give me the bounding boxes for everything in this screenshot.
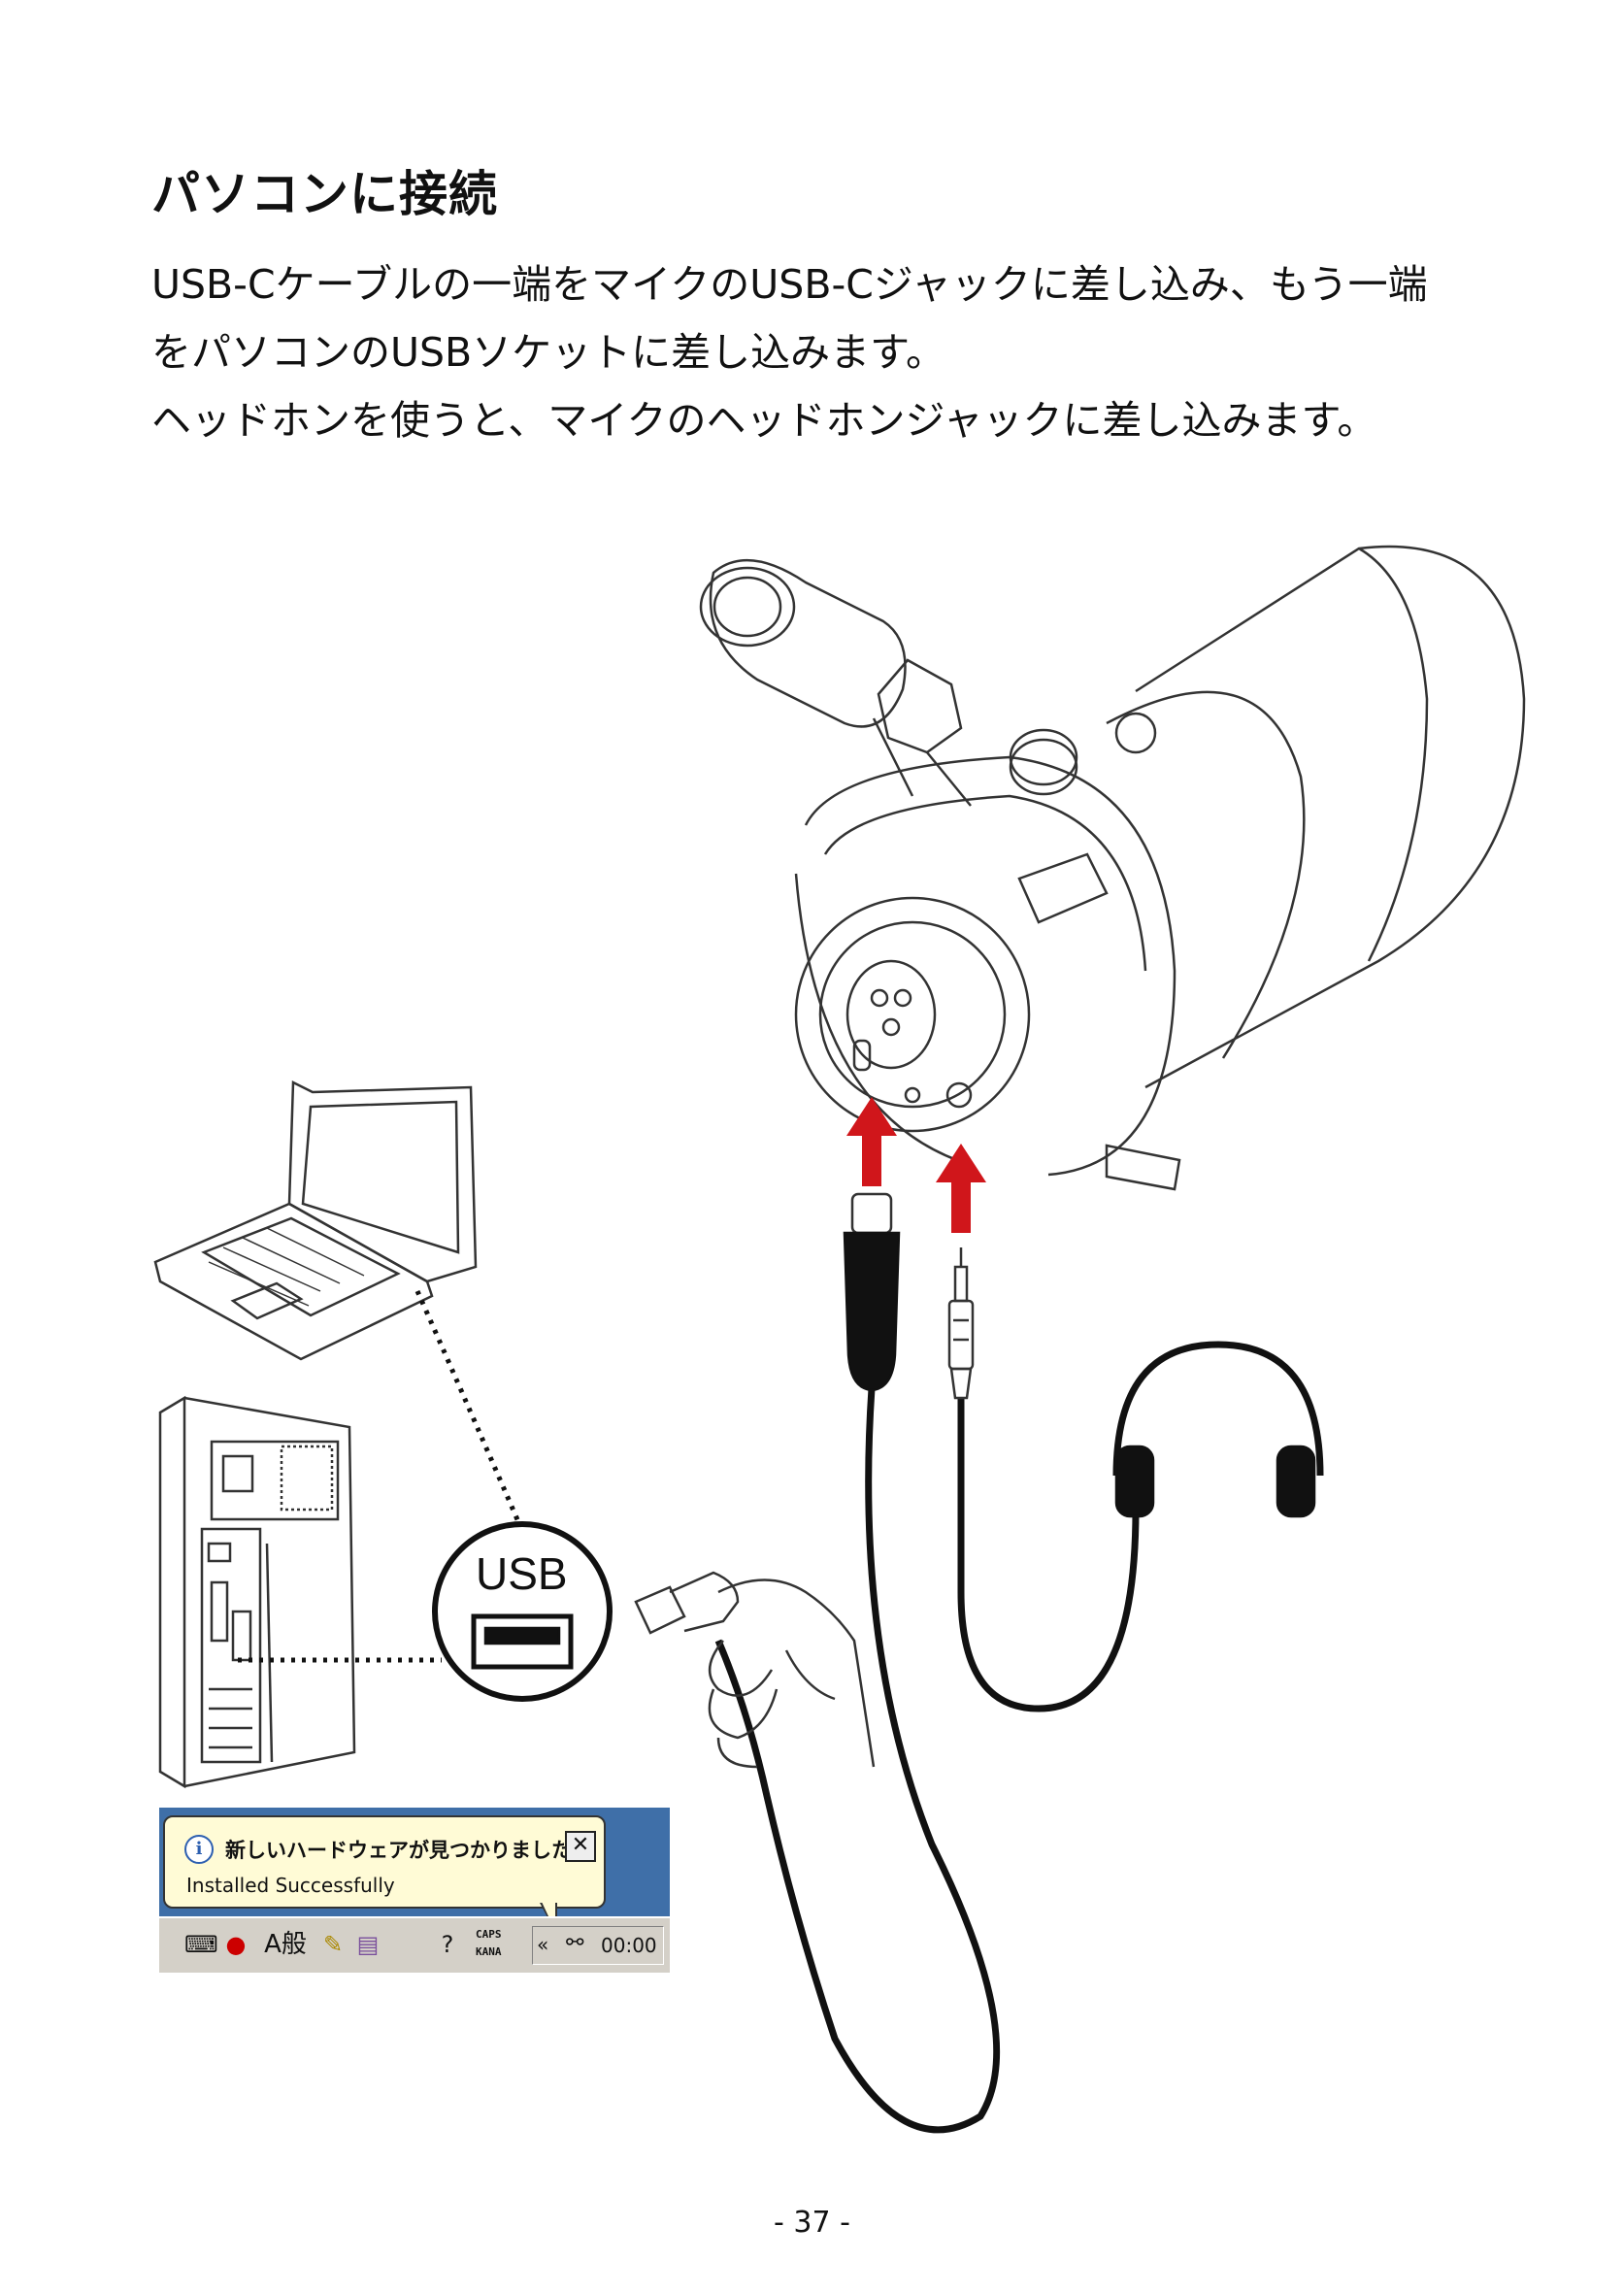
notification-balloon: i 新しいハードウェアが見つかりました Installed Successful…: [163, 1815, 606, 1909]
notification-title: 新しいハードウェアが見つかりました: [225, 1839, 572, 1862]
instruction-line-3: ヘッドホンを使うと、マイクのヘッドホンジャックに差し込みます。: [151, 397, 1377, 444]
chevron-icon[interactable]: «: [537, 1933, 549, 1956]
cable-brand-label: maono: [819, 1252, 841, 1321]
usb-cable: [714, 1387, 1001, 2134]
notification-message: Installed Successfully: [186, 1874, 395, 1897]
close-icon[interactable]: ✕: [565, 1831, 596, 1862]
info-icon: i: [184, 1835, 214, 1864]
system-tray: « ⚯ 00:00: [532, 1926, 664, 1965]
page-number: - 37 -: [774, 2206, 850, 2240]
instruction-line-2: をパソコンのUSBソケットに差し込みます。: [151, 329, 946, 376]
ime-icon[interactable]: ●: [225, 1931, 247, 1958]
usb-c-connector-tip: [850, 1192, 893, 1235]
audio-plug-illustration: [947, 1247, 975, 1400]
headphone-insert-arrow: [936, 1144, 986, 1233]
usb-c-plug: [843, 1231, 901, 1392]
usb-callout-circle: [432, 1521, 613, 1702]
microphone-illustration: [699, 545, 1526, 1191]
hardware-found-notification: i 新しいハードウェアが見つかりました Installed Successful…: [159, 1808, 670, 1973]
instruction-text: USB-Cケーブルの一端をマイクのUSB-Cジャックに差し込み、もう一端 をパソ…: [151, 250, 1510, 454]
page-title: パソコンに接続: [151, 166, 498, 222]
usb-port-label: USB: [476, 1548, 568, 1599]
laptop-connector-dots: [414, 1289, 522, 1525]
hand-illustration: [708, 1579, 876, 1769]
caps-kana-indicator: CAPS KANA: [476, 1928, 502, 1958]
usb-c-insert-arrow: [846, 1097, 897, 1186]
clock: 00:00: [601, 1934, 657, 1957]
pc-tower-illustration: [158, 1395, 356, 1789]
package-icon[interactable]: ▤: [356, 1931, 380, 1958]
usb-a-plug-illustration: [634, 1571, 740, 1635]
ime-mode-label[interactable]: A般: [264, 1930, 307, 1959]
taskbar: ⌨ ● A般 ✎ ▤ ? CAPS KANA « ⚯ 00:00: [159, 1916, 670, 1973]
instruction-line-1: USB-Cケーブルの一端をマイクのUSB-Cジャックに差し込み、もう一端: [151, 261, 1428, 308]
headphones-illustration: [957, 1341, 1324, 1712]
toolbar-icon[interactable]: ✎: [322, 1931, 344, 1958]
help-icon[interactable]: ?: [441, 1931, 454, 1958]
keyboard-icon[interactable]: ⌨: [184, 1931, 218, 1958]
usb-device-icon[interactable]: ⚯: [566, 1931, 584, 1955]
laptop-illustration: [153, 1080, 478, 1361]
